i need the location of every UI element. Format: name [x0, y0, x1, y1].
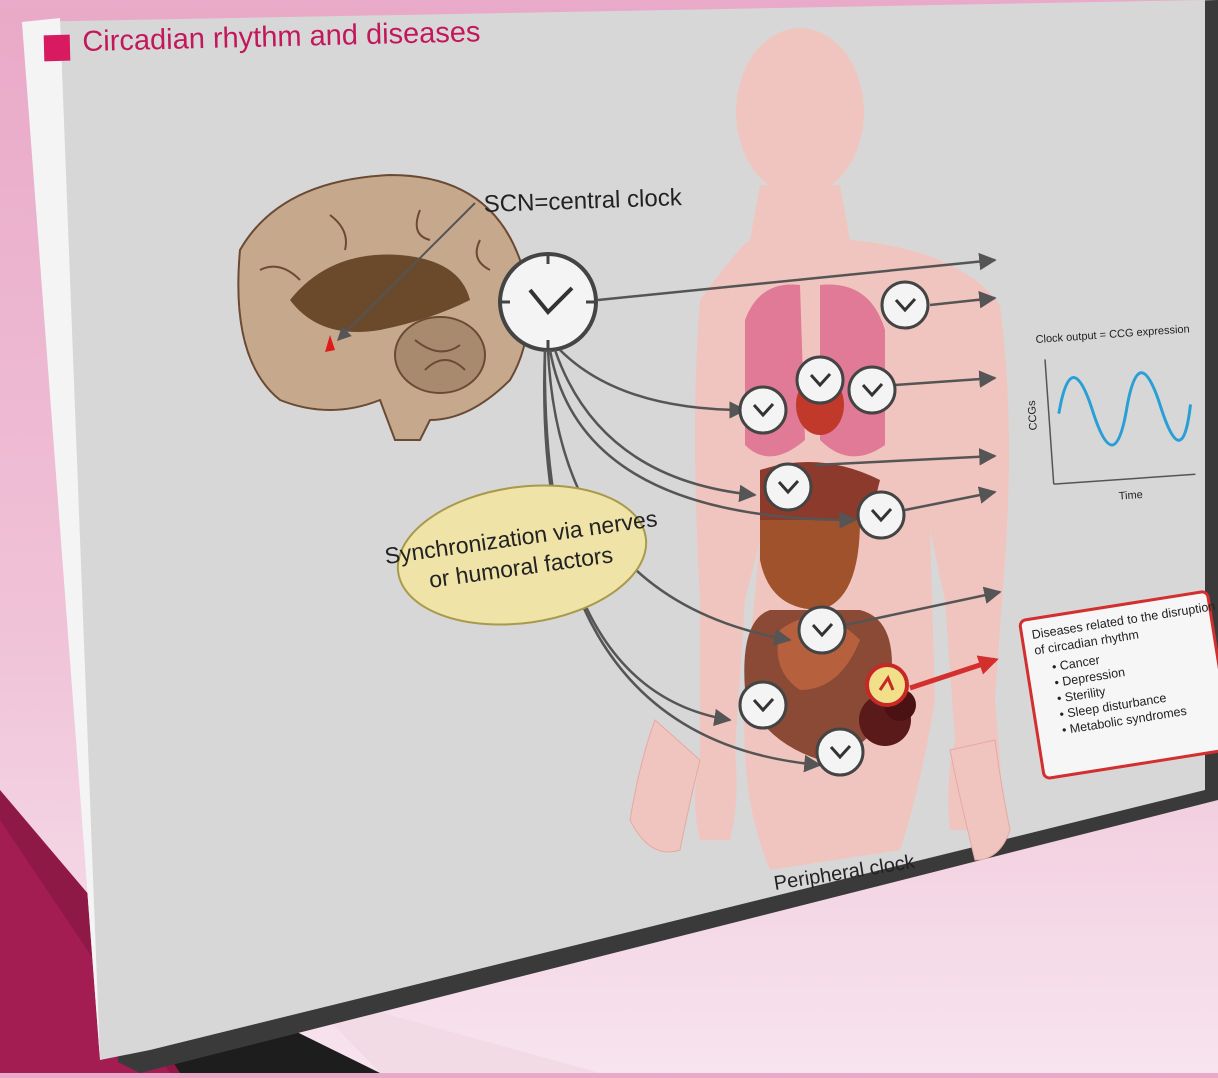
- title-square-icon: [44, 35, 71, 62]
- graph-ylabel: CCGs: [1026, 400, 1040, 431]
- graph-xlabel: Time: [1118, 489, 1143, 503]
- peripheral-clock-icon: [799, 607, 845, 653]
- disease-box: Diseases related to the disruption of ci…: [1019, 590, 1218, 779]
- peripheral-clock-icon: [797, 357, 843, 403]
- central-clock-icon: [500, 254, 596, 350]
- peripheral-clock-icon: [858, 492, 904, 538]
- peripheral-clock-icon: [740, 387, 786, 433]
- peripheral-clock-icon: [765, 464, 811, 510]
- peripheral-clock-icon: [817, 729, 863, 775]
- peripheral-clock-icon: [849, 367, 895, 413]
- peripheral-clock-icon: [882, 282, 928, 328]
- disrupted-clock-icon: [867, 665, 907, 705]
- peripheral-clock-icon: [740, 682, 786, 728]
